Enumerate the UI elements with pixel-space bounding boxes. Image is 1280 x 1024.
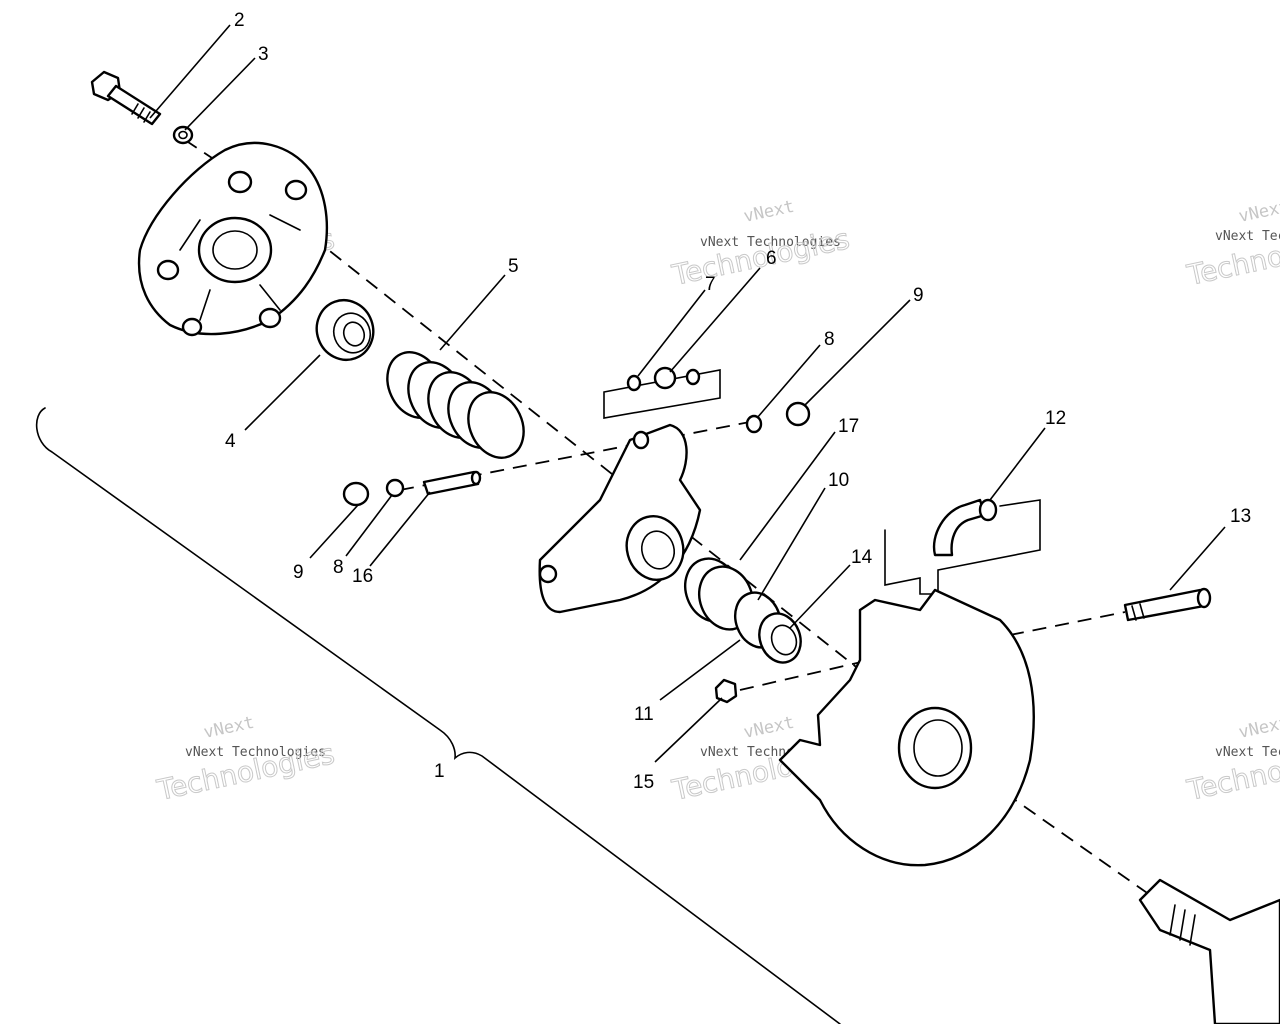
watermark-text: vNext [742, 713, 796, 743]
screw-part [1123, 587, 1212, 622]
leader-5 [439, 274, 506, 351]
assembly-bracket [35, 407, 841, 1024]
callout-1: 1 [434, 761, 445, 782]
leader-8-upper [756, 344, 821, 419]
callout-5: 5 [508, 256, 519, 277]
retainer-upper-parts [745, 401, 811, 434]
watermark-text: vNext Technologies [1215, 745, 1280, 760]
watermark-top-center: vNext vNext Technologies Technologies [668, 197, 853, 293]
cover-plate-part [137, 141, 328, 337]
callout-10: 10 [828, 470, 849, 491]
spring-part [386, 351, 525, 459]
callout-2: 2 [234, 10, 245, 31]
leader-12 [989, 427, 1046, 501]
watermark-text: vNext [202, 713, 256, 743]
callout-12: 12 [1045, 408, 1066, 429]
center-line-pin [399, 419, 761, 491]
bearing-part [315, 299, 375, 361]
watermark-text: vNext Technologies [1215, 229, 1280, 244]
shaft-part [1138, 878, 1280, 1024]
leader-6 [669, 267, 761, 373]
leader-9-lower [309, 504, 359, 559]
callout-7: 7 [705, 274, 716, 295]
leader-2 [149, 24, 231, 119]
watermark-text: vNext [742, 197, 796, 227]
callout-16: 16 [352, 566, 373, 587]
center-lines [184, 139, 1151, 896]
leader-8-lower [345, 494, 393, 557]
leader-lines [149, 24, 1226, 763]
callout-labels: 2 3 4 5 6 7 8 9 12 17 10 13 14 9 8 16 11… [225, 10, 1251, 793]
callout-13: 13 [1230, 506, 1251, 527]
leader-9-upper [804, 299, 911, 406]
leader-15 [654, 697, 723, 763]
center-line-bolt [184, 139, 231, 171]
leader-16 [369, 491, 431, 567]
leader-4 [244, 354, 321, 431]
watermark-top-right: vNext vNext Technologies Technologies [1183, 197, 1280, 293]
leader-17 [739, 431, 836, 561]
center-line-main [239, 179, 861, 671]
watermark-text: vNext [1237, 713, 1280, 743]
leader-14 [789, 564, 851, 629]
leader-7 [637, 289, 706, 377]
center-line-screw [1009, 611, 1126, 636]
watermark-bottom-right: vNext vNext Technologies Technologies [1183, 713, 1280, 808]
callout-11: 11 [634, 704, 654, 725]
secondary-spring-stack [684, 557, 802, 664]
callout-17: 17 [838, 416, 859, 437]
nut-part [714, 678, 738, 704]
callout-15: 15 [633, 772, 654, 793]
leader-3 [184, 57, 256, 131]
callout-8-lower: 8 [333, 557, 344, 578]
leader-10 [757, 487, 826, 601]
watermark-text: vNext Technologies [185, 745, 326, 760]
watermark-text: Technologies [669, 222, 853, 292]
callout-14: 14 [851, 547, 873, 568]
leader-13 [1169, 526, 1226, 591]
callout-6: 6 [766, 248, 777, 269]
callout-9-lower: 9 [293, 562, 304, 583]
leader-11 [659, 639, 741, 701]
bushing-kit-box [603, 366, 721, 419]
callout-8-upper: 8 [824, 329, 835, 350]
callout-9-upper: 9 [913, 285, 924, 306]
watermark-text: vNext [1237, 197, 1280, 227]
bolt-part [90, 70, 162, 126]
sheave-part [778, 588, 1035, 867]
clip-kit-box [884, 498, 1041, 595]
watermark-text: vNext Technologies [700, 235, 841, 250]
watermark-group: vNext vNext Technologies Technologies vN… [153, 197, 1280, 808]
washer-part [172, 125, 194, 145]
callout-3: 3 [258, 44, 269, 65]
arm-bracket-part [538, 423, 702, 614]
watermark-bottom-left: vNext vNext Technologies Technologies [153, 713, 338, 808]
pin-lower-parts [342, 470, 482, 507]
callout-4: 4 [225, 431, 236, 452]
